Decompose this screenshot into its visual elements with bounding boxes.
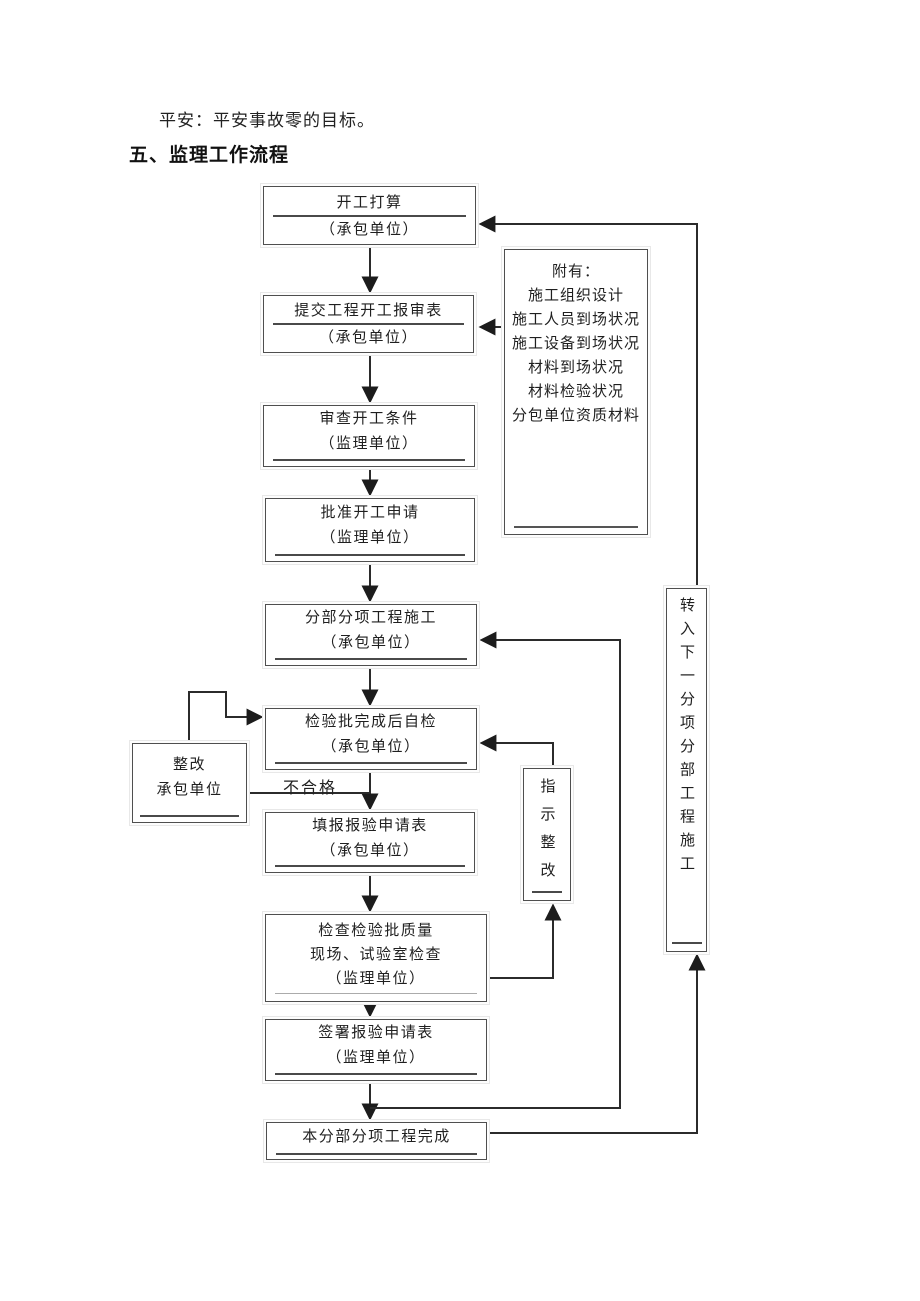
box-title: 整改: [172, 755, 206, 773]
arrow-nextloop-to-start: [478, 215, 698, 588]
arrow-rectify-to-selfcheck: [188, 691, 264, 743]
attachment-item: 施工组织设计: [527, 286, 624, 304]
flow-box-approve: 批准开工申请 （监理单位）: [265, 498, 475, 562]
flow-box-instruct-rectify: 指示整改: [523, 768, 571, 901]
box-org: （承包单位）: [321, 633, 421, 651]
box-title: 开工打算: [336, 192, 403, 211]
intro-text: 平安：平安事故零的目标。: [159, 111, 375, 131]
attachment-item: 分包单位资质材料: [511, 406, 640, 424]
divider: [273, 459, 465, 461]
divider: [514, 526, 638, 528]
flow-box-next-loop: 转入下一分项分部工程施工: [666, 588, 707, 952]
box-title: 批准开工申请: [320, 503, 420, 521]
attachment-box: 附有： 施工组织设计 施工人员到场状况 施工设备到场状况 材料到场状况 材料检验…: [504, 249, 648, 535]
flow-box-inspect: 检查检验批质量 现场、试验室检查 （监理单位）: [265, 914, 487, 1002]
flow-box-submit: 提交工程开工报审表 （承包单位）: [263, 295, 474, 353]
attachment-item: 施工人员到场状况: [511, 310, 640, 328]
box-title: 分部分项工程施工: [304, 608, 437, 626]
box-title: 填报报验申请表: [312, 815, 428, 834]
flow-box-review: 审查开工条件 （监理单位）: [263, 405, 475, 467]
arrow-instruct-to-selfcheck: [479, 734, 554, 768]
divider: [273, 323, 464, 325]
divider: [273, 214, 466, 217]
box-org: （监理单位）: [320, 528, 420, 546]
flow-box-construct: 分部分项工程施工 （承包单位）: [265, 604, 477, 666]
attachment-title: 附有：: [551, 262, 600, 280]
box-org: （承包单位）: [318, 328, 418, 346]
flow-box-sign: 签署报验申请表 （监理单位）: [265, 1019, 487, 1081]
box-org: （监理单位）: [326, 968, 426, 987]
box-title: 签署报验申请表: [318, 1023, 434, 1041]
box-org: （监理单位）: [319, 434, 419, 452]
box-title: 本分部分项工程完成: [302, 1127, 451, 1145]
divider: [275, 658, 467, 660]
box-line2: 现场、试验室检查: [309, 944, 442, 963]
box-title: 转入下一分项分部工程施工: [678, 597, 696, 879]
box-org: （承包单位）: [319, 219, 419, 238]
attachment-item: 材料检验状况: [527, 382, 624, 400]
box-title: 检验批完成后自检: [304, 712, 437, 730]
divider: [275, 993, 477, 994]
divider: [275, 762, 467, 764]
arrow-loop-to-construct: [370, 631, 621, 1109]
box-title: 审查开工条件: [319, 409, 419, 427]
fail-label: 不合格: [283, 778, 338, 797]
flow-box-self-check: 检验批完成后自检 （承包单位）: [265, 708, 477, 770]
box-org: （承包单位）: [321, 737, 421, 755]
flow-box-complete: 本分部分项工程完成: [266, 1122, 487, 1160]
arrow-complete-to-nextloop: [487, 953, 706, 1134]
divider: [671, 942, 702, 944]
box-line1: 检查检验批质量: [318, 920, 434, 939]
box-org: （监理单位）: [326, 1048, 426, 1066]
divider: [275, 1073, 477, 1075]
attachment-item: 施工设备到场状况: [511, 334, 640, 352]
divider: [275, 554, 465, 556]
divider: [140, 815, 239, 817]
divider: [276, 1153, 477, 1155]
box-org: （承包单位）: [320, 840, 420, 859]
flow-box-fill-form: 填报报验申请表 （承包单位）: [265, 812, 475, 873]
divider: [532, 891, 562, 893]
attachment-item: 材料到场状况: [527, 358, 624, 376]
flow-box-start: 开工打算 （承包单位）: [263, 186, 476, 245]
box-org: 承包单位: [156, 780, 223, 798]
divider: [275, 865, 465, 867]
section-heading: 五、监理工作流程: [129, 144, 290, 166]
box-title: 提交工程开工报审表: [294, 301, 443, 319]
arrow-inspect-to-instruct: [487, 903, 562, 979]
flow-box-rectify: 整改 承包单位: [132, 743, 247, 823]
box-title: 指示整改: [538, 778, 557, 890]
